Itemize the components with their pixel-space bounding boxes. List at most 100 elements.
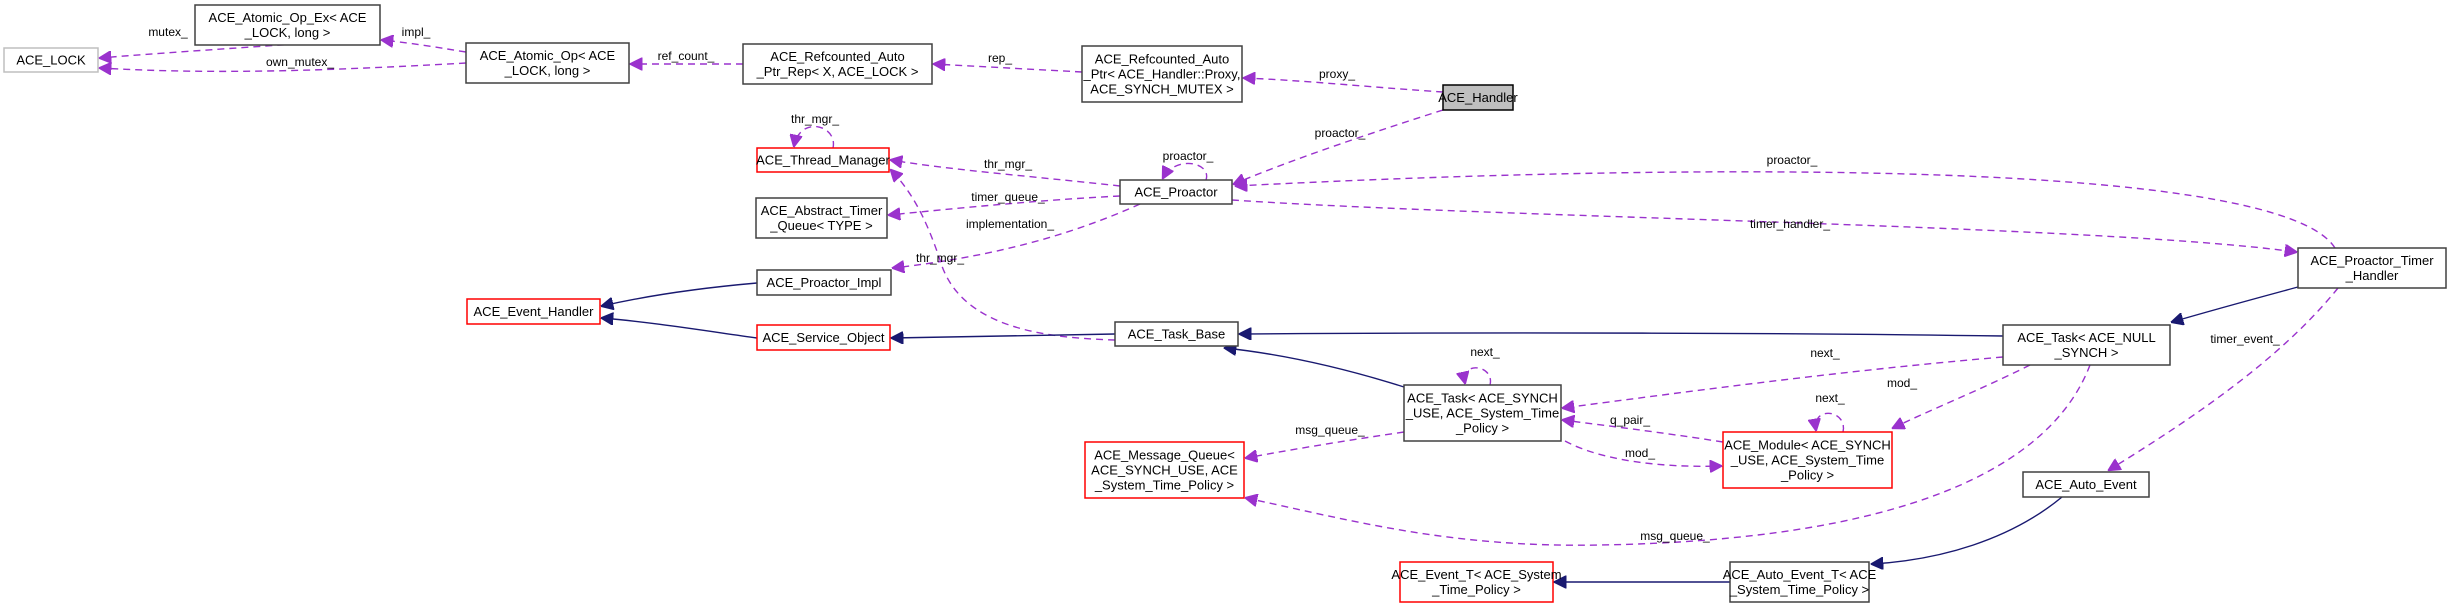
usage-edge bbox=[1893, 364, 2031, 428]
node-auto-event-t[interactable]: ACE_Auto_Event_T< ACE_System_Time_Policy… bbox=[1723, 561, 1877, 603]
edge-auto_event-to-auto_event_t bbox=[1872, 496, 2063, 564]
node-proactor-timer-handler[interactable]: ACE_Proactor_Timer_Handler bbox=[2297, 247, 2447, 289]
usage-edge bbox=[889, 195, 1121, 215]
edge-label: mod_ bbox=[1625, 446, 1655, 460]
edge-module-to-task_synch_use: q_pair_ bbox=[1563, 413, 1724, 443]
node-label-line: _Ptr_Rep< X, ACE_LOCK > bbox=[756, 64, 919, 79]
edge-atomic_op-to-ace_lock: own_mutex_ bbox=[100, 55, 467, 71]
node-label-line: _Time_Policy > bbox=[1431, 582, 1521, 597]
node-box[interactable] bbox=[466, 298, 601, 325]
node-box[interactable] bbox=[756, 269, 892, 296]
usage-edge bbox=[2109, 287, 2339, 470]
node-label-line: _Policy > bbox=[1780, 468, 1834, 483]
edge-proactor_timer_handler-to-task_null_synch bbox=[2172, 286, 2299, 322]
edge-label: implementation_ bbox=[966, 217, 1054, 231]
node-box[interactable] bbox=[2297, 247, 2447, 289]
nodes-layer: ACE_LOCK ACE_Atomic_Op_Ex< ACE_LOCK, long… bbox=[3, 4, 2447, 603]
node-box[interactable] bbox=[1442, 84, 1514, 111]
usage-edge bbox=[1563, 420, 1724, 443]
node-abstract-timer-queue[interactable]: ACE_Abstract_Timer_Queue< TYPE > bbox=[755, 197, 888, 239]
usage-edge bbox=[1236, 171, 2336, 249]
node-label-line: ACE_Abstract_Timer bbox=[761, 203, 883, 218]
node-box[interactable] bbox=[194, 4, 381, 46]
node-refcounted-ptr[interactable]: ACE_Refcounted_Auto_Ptr< ACE_Handler::Pr… bbox=[1081, 45, 1243, 103]
node-proactor-impl[interactable]: ACE_Proactor_Impl bbox=[756, 269, 892, 296]
edge-label: q_pair_ bbox=[1610, 413, 1650, 427]
edge-label: proactor_ bbox=[1315, 126, 1366, 140]
node-box[interactable] bbox=[742, 43, 933, 85]
node-box[interactable] bbox=[465, 42, 630, 84]
usage-edge bbox=[934, 64, 1083, 73]
node-event-handler[interactable]: ACE_Event_Handler bbox=[466, 298, 601, 325]
node-label-line: ACE_Task< ACE_SYNCH bbox=[1407, 391, 1558, 406]
node-task-synch-use[interactable]: ACE_Task< ACE_SYNCH_USE, ACE_System_Time… bbox=[1403, 384, 1562, 442]
node-box[interactable] bbox=[1722, 431, 1893, 489]
inheritance-edge bbox=[892, 334, 1116, 338]
edge-proactor-to-proactor: proactor_ bbox=[1163, 149, 1214, 180]
edge-label: next_ bbox=[1815, 391, 1845, 405]
node-box[interactable] bbox=[756, 147, 890, 173]
edge-label: next_ bbox=[1810, 346, 1840, 360]
node-ace-lock[interactable]: ACE_LOCK bbox=[3, 47, 99, 73]
node-box[interactable] bbox=[1084, 441, 1245, 499]
node-atomic-op-ex[interactable]: ACE_Atomic_Op_Ex< ACE_LOCK, long > bbox=[194, 4, 381, 46]
edge-proactor_timer_handler-to-proactor: proactor_ bbox=[1236, 153, 2336, 249]
inheritance-edge bbox=[2172, 286, 2299, 322]
node-box[interactable] bbox=[2022, 471, 2150, 498]
node-box[interactable] bbox=[756, 324, 891, 351]
edge-task_synch_use-to-module: mod_ bbox=[1564, 440, 1721, 466]
edge-proactor_impl-to-event_handler bbox=[602, 282, 758, 306]
inheritance-edge bbox=[1225, 348, 1405, 388]
edge-label: thr_mgr_ bbox=[916, 251, 964, 265]
node-auto-event[interactable]: ACE_Auto_Event bbox=[2022, 471, 2150, 498]
node-label-line: ACE_SYNCH_MUTEX > bbox=[1090, 82, 1233, 97]
node-label-line: ACE_SYNCH_USE, ACE bbox=[1091, 463, 1238, 478]
node-ace-handler[interactable]: ACE_Handler bbox=[1438, 84, 1518, 111]
edge-task_synch_use-to-message_queue: msg_queue_ bbox=[1246, 423, 1405, 458]
node-refcounted-rep[interactable]: ACE_Refcounted_Auto_Ptr_Rep< X, ACE_LOCK… bbox=[742, 43, 933, 85]
node-label-line: ACE_Auto_Event bbox=[2035, 477, 2137, 492]
edge-label: proactor_ bbox=[1767, 153, 1818, 167]
edge-task_base-to-service_object bbox=[892, 334, 1116, 338]
usage-edge bbox=[1244, 78, 1444, 93]
inheritance-edge bbox=[1240, 333, 2004, 336]
node-label-line: _System_Time_Policy > bbox=[1094, 478, 1234, 493]
node-label-line: ACE_Event_T< ACE_System bbox=[1391, 567, 1561, 582]
node-thread-manager[interactable]: ACE_Thread_Manager bbox=[756, 147, 891, 173]
node-module[interactable]: ACE_Module< ACE_SYNCH_USE, ACE_System_Ti… bbox=[1722, 431, 1893, 489]
node-service-object[interactable]: ACE_Service_Object bbox=[756, 324, 891, 351]
node-proactor[interactable]: ACE_Proactor bbox=[1119, 179, 1233, 205]
node-label-line: ACE_Thread_Manager bbox=[756, 153, 890, 168]
node-label-line: ACE_Task< ACE_NULL bbox=[2017, 330, 2155, 345]
node-event-t[interactable]: ACE_Event_T< ACE_System_Time_Policy > bbox=[1391, 561, 1562, 603]
node-box[interactable] bbox=[1403, 384, 1562, 442]
node-box[interactable] bbox=[755, 197, 888, 239]
node-box[interactable] bbox=[2002, 324, 2171, 366]
node-box[interactable] bbox=[3, 47, 99, 73]
node-box[interactable] bbox=[1081, 45, 1243, 103]
node-label-line: _Queue< TYPE > bbox=[769, 218, 872, 233]
node-task-base[interactable]: ACE_Task_Base bbox=[1114, 321, 1239, 347]
node-message-queue[interactable]: ACE_Message_Queue<ACE_SYNCH_USE, ACE_Sys… bbox=[1084, 441, 1245, 499]
edge-refcounted_ptr-to-refcounted_rep: rep_ bbox=[934, 51, 1083, 73]
node-label-line: ACE_Handler bbox=[1438, 90, 1518, 105]
node-box[interactable] bbox=[1399, 561, 1554, 603]
node-box[interactable] bbox=[1119, 179, 1233, 205]
edge-proactor-to-thread_manager: thr_mgr_ bbox=[891, 157, 1121, 187]
edge-task_null_synch-to-task_synch_use: next_ bbox=[1563, 346, 2004, 408]
edge-proactor-to-abstract_timer_queue: timer_queue_ bbox=[889, 190, 1121, 215]
edge-label: thr_mgr_ bbox=[791, 112, 839, 126]
edge-task_base-to-thread_manager: thr_mgr_ bbox=[891, 170, 1116, 341]
edge-task_null_synch-to-module: mod_ bbox=[1887, 364, 2031, 428]
edge-label: proxy_ bbox=[1319, 67, 1355, 81]
node-atomic-op[interactable]: ACE_Atomic_Op< ACE_LOCK, long > bbox=[465, 42, 630, 84]
inheritance-edge bbox=[1872, 496, 2063, 564]
node-task-null-synch[interactable]: ACE_Task< ACE_NULL_SYNCH > bbox=[2002, 324, 2171, 366]
edge-proactor-to-proactor_impl: implementation_ bbox=[893, 203, 1141, 268]
edge-thread_manager-to-thread_manager: thr_mgr_ bbox=[791, 112, 839, 148]
node-box[interactable] bbox=[1729, 561, 1870, 603]
node-label-line: ACE_Proactor_Timer bbox=[2310, 253, 2434, 268]
edge-label: timer_handler_ bbox=[1750, 217, 1830, 231]
node-box[interactable] bbox=[1114, 321, 1239, 347]
edge-proactor-to-proactor_timer_handler: timer_handler_ bbox=[1231, 199, 2296, 252]
